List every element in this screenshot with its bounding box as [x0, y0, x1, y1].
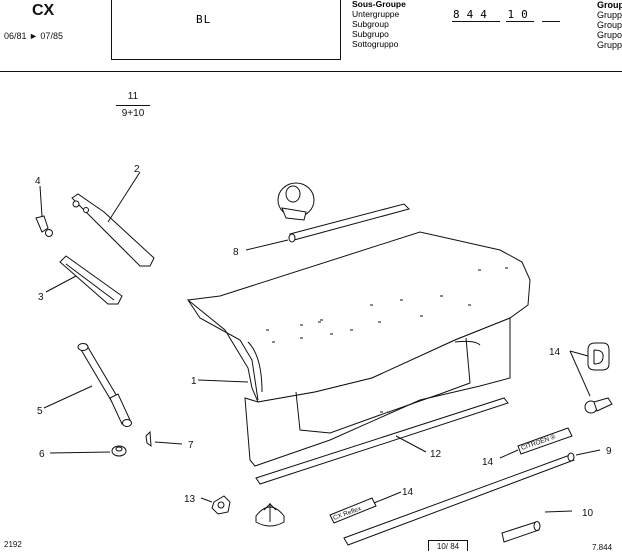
group-label-de: Grupp [597, 10, 622, 20]
code-underline [506, 21, 534, 22]
citroen-badge: CITROËN ® [517, 427, 573, 455]
footer-right-code: 7.844 [592, 543, 613, 552]
subgroup-code: 844 10 [453, 8, 535, 21]
chevron-mascot [255, 503, 285, 527]
small-clip [145, 430, 152, 448]
footer-left-code: 2192 [4, 540, 22, 549]
rubber-pin [501, 521, 541, 543]
model-title: CX [32, 2, 55, 19]
subgroup-label-es: Subgrupo [352, 29, 389, 39]
callout-5: 5 [37, 406, 43, 417]
callout-14-chevron: 14 [549, 347, 561, 358]
strut-arm [71, 193, 155, 267]
fraction-numerator: 11 [127, 91, 139, 102]
header-divider [0, 71, 622, 72]
double-chevron-emblem [587, 342, 610, 371]
callout-6: 6 [39, 449, 45, 460]
subgroup-label-it: Sottogruppo [352, 39, 399, 49]
leader-lines [39, 171, 601, 513]
header-box-code: BL [196, 13, 212, 26]
badge-clip [584, 397, 613, 414]
callout-14-reflex: 14 [402, 487, 414, 498]
code-underline [452, 21, 500, 22]
group-label-fr: Groupe [597, 0, 622, 10]
seal-strip-upper [288, 203, 410, 243]
code-underline [542, 21, 560, 22]
callout-4: 4 [35, 176, 41, 187]
callout-12: 12 [430, 449, 442, 460]
group-label-es: Grupo [597, 30, 622, 40]
callout-8: 8 [233, 247, 239, 258]
seal-strip-lower [255, 397, 509, 485]
seal-clip-detail [277, 182, 315, 221]
gas-spring [77, 343, 132, 427]
group-label-it: Grupp [597, 40, 622, 50]
mounting-bracket [59, 255, 123, 305]
group-label-en: Group [597, 20, 622, 30]
callout-10: 10 [582, 508, 594, 519]
hinge-clip [35, 215, 53, 237]
callout-2: 2 [134, 164, 140, 175]
trim-strip [343, 452, 575, 546]
callout-13: 13 [184, 494, 196, 505]
subgroup-label-fr: Sous-Groupe [352, 0, 406, 9]
callout-14-citroen: 14 [482, 457, 494, 468]
fraction-bar [116, 105, 150, 106]
subgroup-label-de: Untergruppe [352, 9, 400, 19]
fraction-denominator: 9+10 [121, 108, 145, 119]
callout-3: 3 [38, 292, 44, 303]
date-range: 06/81 ► 07/85 [4, 31, 63, 41]
tailgate-lid [186, 231, 531, 467]
callout-7: 7 [188, 440, 194, 451]
model-badge: CX Reflex [329, 497, 377, 524]
callout-1: 1 [191, 376, 197, 387]
footer-date: 10/ 84 [428, 540, 468, 551]
grommet [111, 445, 127, 457]
callout-9: 9 [606, 446, 612, 457]
header-box [111, 0, 341, 60]
fixing-nut [211, 495, 231, 515]
subgroup-label-en: Subgroup [352, 19, 389, 29]
